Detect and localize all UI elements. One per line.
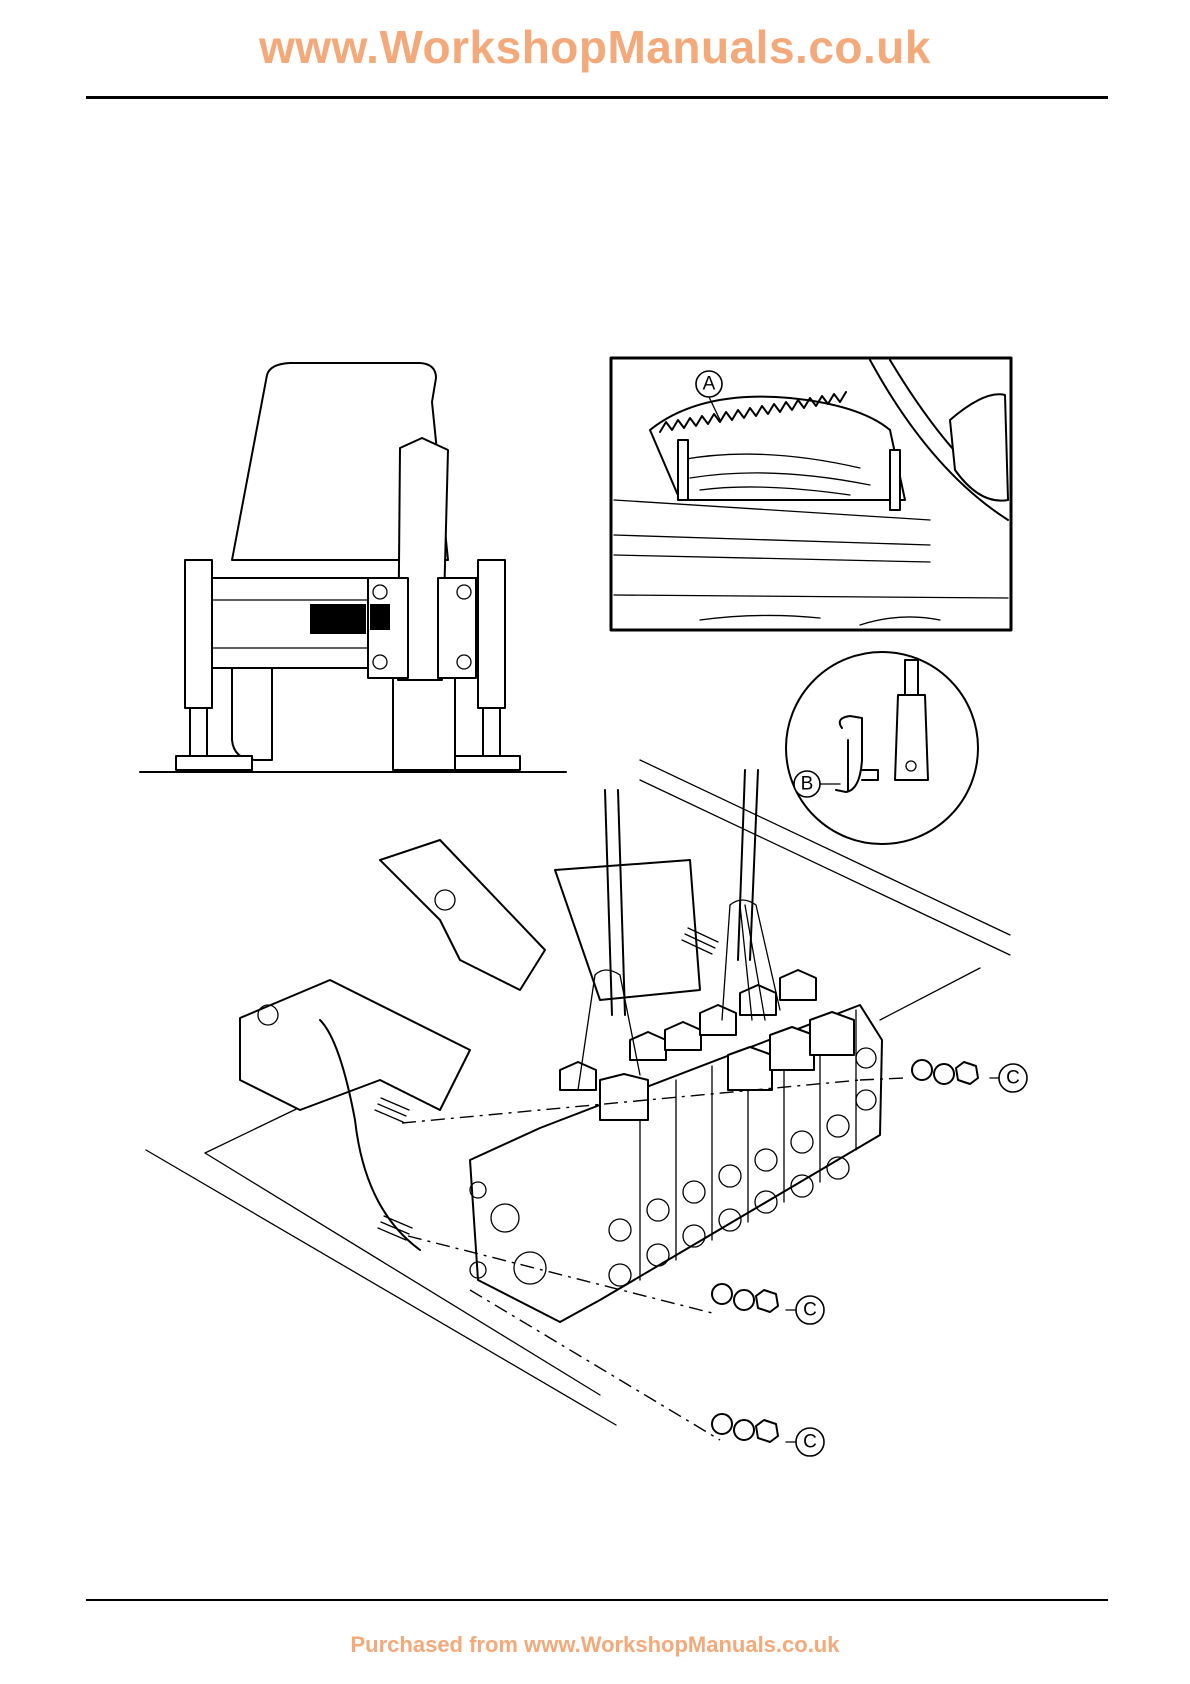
seat-assembly-view [140,363,566,772]
valve-detail-inset: A [611,358,1011,630]
clip-detail-inset: B [786,652,978,844]
footer-divider [86,1599,1108,1601]
callout-a-label: A [703,374,716,395]
callout-c-label-3: C [803,1432,817,1453]
callout-c-label-2: C [803,1300,817,1321]
callout-b-label: B [801,774,814,795]
valve-block-exploded-view: C C C [146,760,1027,1456]
callout-c-label-1: C [1006,1068,1020,1089]
footer-watermark: Purchased from www.WorkshopManuals.co.uk [0,1632,1190,1658]
